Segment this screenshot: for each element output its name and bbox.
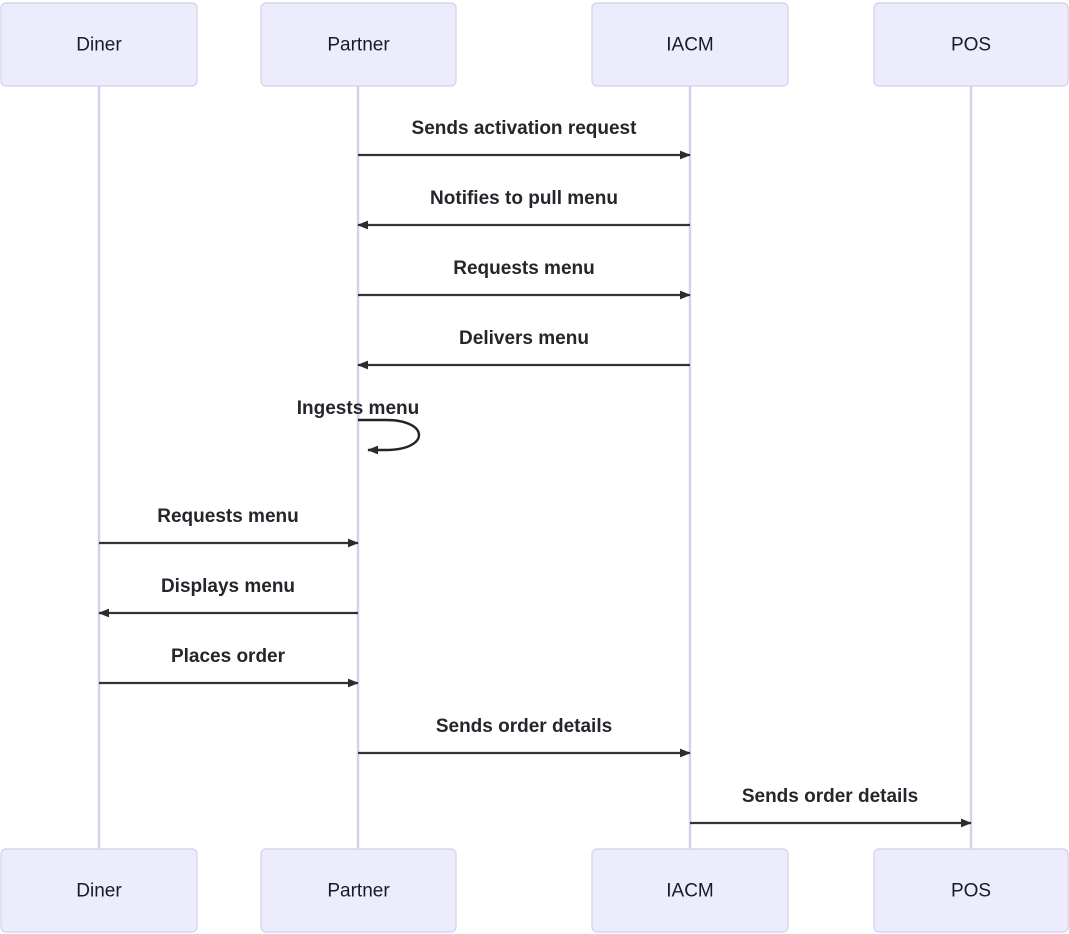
participant-label-partner: Partner (327, 35, 390, 56)
message-m1[interactable]: Sends activation request (358, 118, 691, 160)
participant-box-diner (0, 848, 198, 933)
participant-label-diner: Diner (76, 881, 122, 902)
message-m2[interactable]: Notifies to pull menu (357, 188, 690, 230)
participant-iacm-top[interactable]: IACM (591, 2, 789, 87)
message-label-m7: Displays menu (161, 576, 295, 597)
participant-label-diner: Diner (76, 35, 122, 56)
message-label-m5: Ingests menu (297, 398, 419, 419)
message-m4[interactable]: Delivers menu (357, 328, 690, 370)
participant-label-pos: POS (951, 35, 991, 56)
participant-iacm-bottom[interactable]: IACM (591, 848, 789, 933)
participant-label-partner: Partner (327, 881, 390, 902)
actors-bottom-group: Diner Partner IACM POS (0, 848, 1069, 933)
message-m10[interactable]: Sends order details (690, 786, 972, 828)
message-label-m8: Places order (171, 646, 286, 667)
message-label-m3: Requests menu (453, 258, 594, 279)
participant-box-diner (0, 2, 198, 87)
message-selfloop-path-m5 (358, 418, 420, 455)
participant-pos-top[interactable]: POS (873, 2, 1069, 87)
message-label-m6: Requests menu (157, 506, 298, 527)
message-m6[interactable]: Requests menu (99, 506, 359, 548)
participant-label-iacm: IACM (666, 35, 714, 56)
message-m9[interactable]: Sends order details (358, 716, 691, 758)
participant-diner-top[interactable]: Diner (0, 2, 198, 87)
actors-top-group: Diner Partner IACM POS (0, 2, 1069, 87)
participant-diner-bottom[interactable]: Diner (0, 848, 198, 933)
message-label-m10: Sends order details (742, 786, 918, 807)
participant-partner-top[interactable]: Partner (260, 2, 457, 87)
participant-box-partner (260, 848, 457, 933)
message-label-m9: Sends order details (436, 716, 612, 737)
participant-label-pos: POS (951, 881, 991, 902)
message-label-m1: Sends activation request (412, 118, 638, 139)
participant-partner-bottom[interactable]: Partner (260, 848, 457, 933)
message-label-m2: Notifies to pull menu (430, 188, 618, 209)
participant-box-pos (873, 2, 1069, 87)
participant-box-iacm (591, 848, 789, 933)
message-m3[interactable]: Requests menu (358, 258, 691, 300)
message-m8[interactable]: Places order (99, 646, 359, 688)
message-label-m4: Delivers menu (459, 328, 589, 349)
participant-pos-bottom[interactable]: POS (873, 848, 1069, 933)
participant-box-iacm (591, 2, 789, 87)
participant-box-pos (873, 848, 1069, 933)
participant-box-partner (260, 2, 457, 87)
lifelines-group (97, 86, 973, 849)
message-m7[interactable]: Displays menu (98, 576, 358, 618)
message-m5[interactable]: Ingests menu (297, 398, 420, 455)
participant-label-iacm: IACM (666, 881, 714, 902)
